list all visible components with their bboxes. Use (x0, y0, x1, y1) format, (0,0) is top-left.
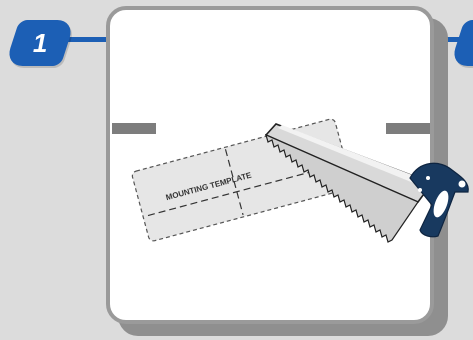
step-connector-left (60, 37, 120, 42)
wall-marker-left (112, 123, 156, 134)
wall-marker-right (386, 123, 430, 134)
hand-saw-icon (264, 123, 469, 243)
